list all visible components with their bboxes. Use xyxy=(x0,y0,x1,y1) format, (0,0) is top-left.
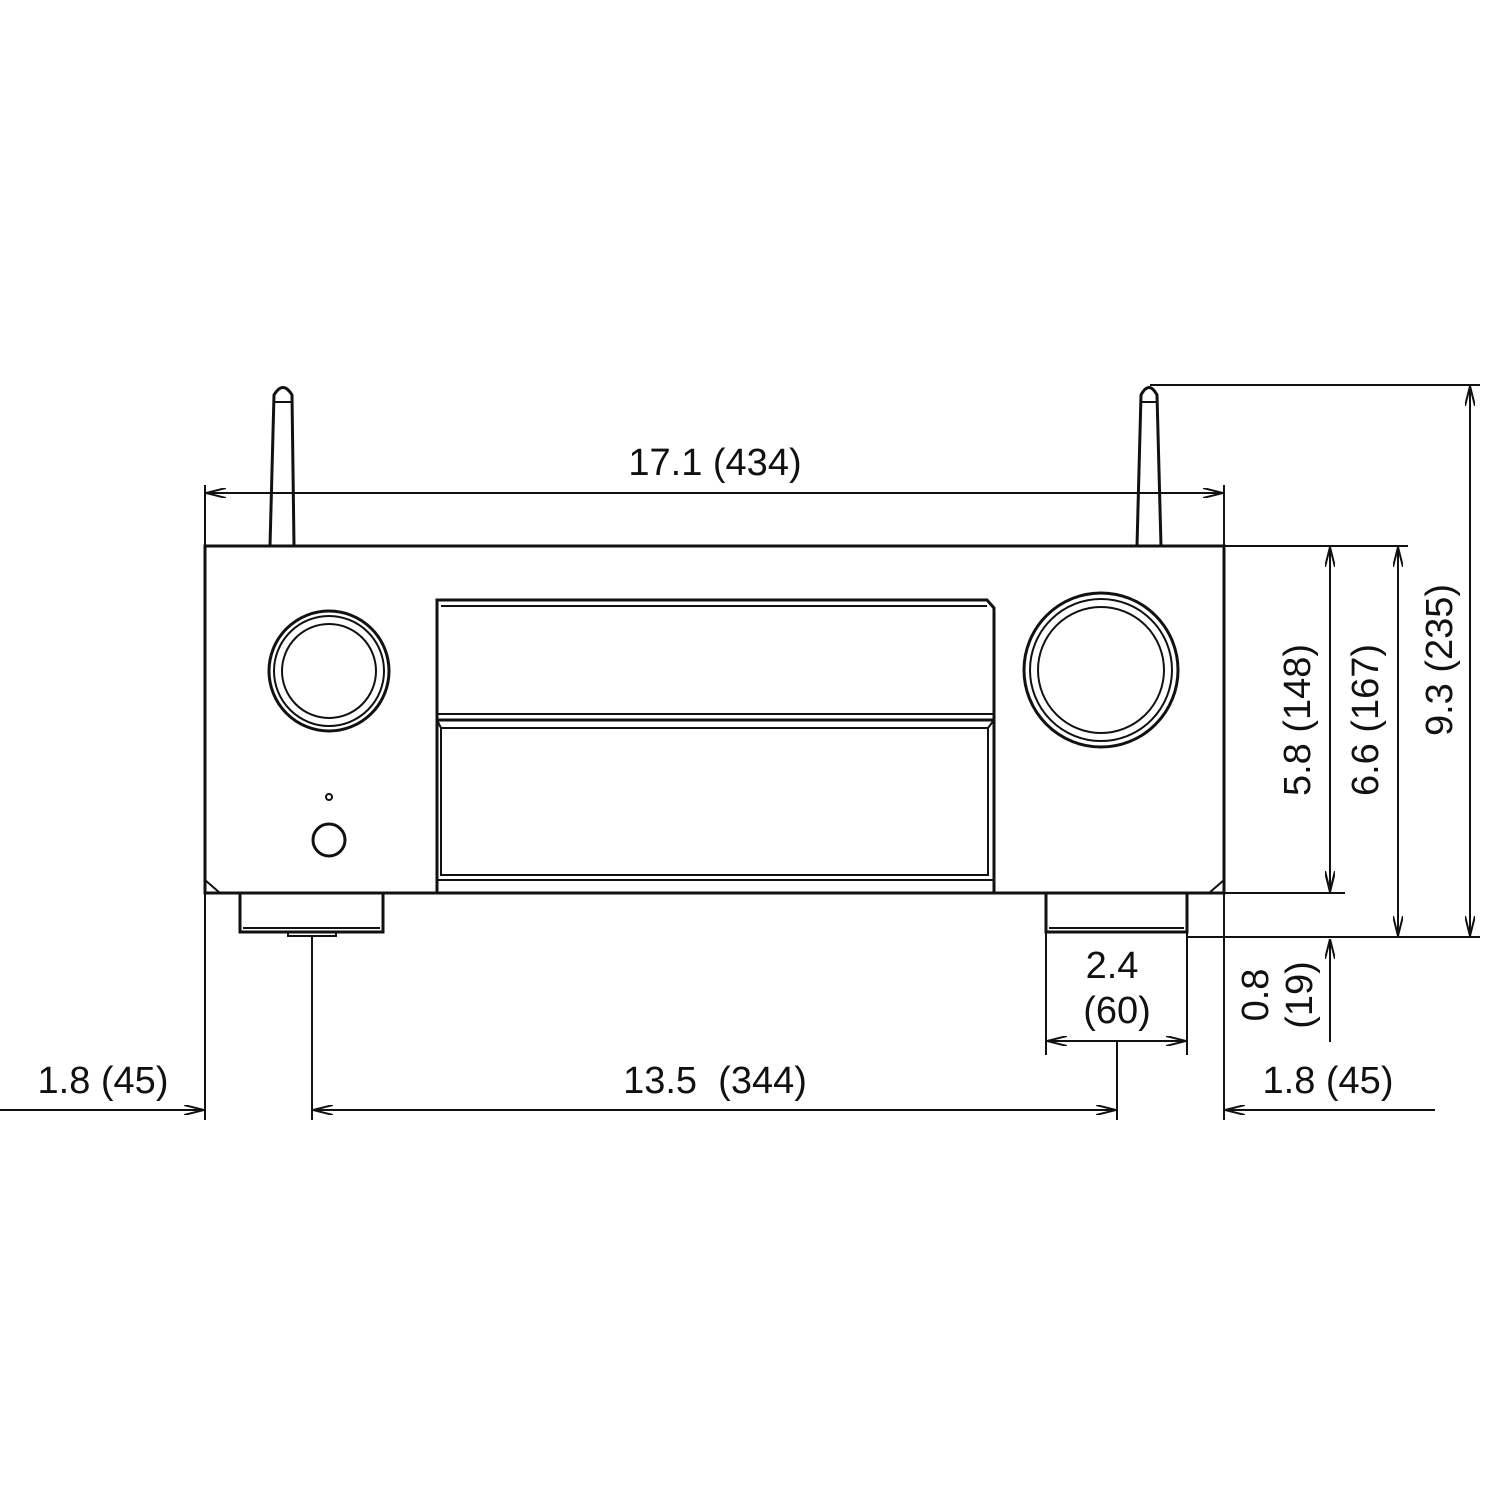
foot-width-value: 2.4 xyxy=(1086,945,1139,987)
height-extension-lines xyxy=(1150,384,1480,938)
bottom-extension-lines xyxy=(204,893,1225,1120)
foot-width-dimension: 2.4 (60) xyxy=(1045,932,1188,1055)
headphone-jack-icon xyxy=(311,822,347,858)
overall-width-dimension: 17.1 (434) xyxy=(204,442,1225,546)
front-door-panel xyxy=(435,719,996,893)
left-antenna xyxy=(268,386,296,547)
overall-width-label: 17.1 (434) xyxy=(628,442,801,484)
height-with-feet-dimension: 6.6 (167) xyxy=(1345,547,1398,936)
volume-knob xyxy=(1022,591,1180,749)
right-foot-offset-dimension: 1.8 (45) xyxy=(1225,1060,1435,1110)
display-window xyxy=(435,598,996,722)
input-selector-knob xyxy=(267,609,391,733)
foot-spacing-dimension: 13.5 (344) xyxy=(313,1060,1116,1110)
foot-height-value: 0.8 xyxy=(1235,969,1277,1022)
right-foot-offset-label: 1.8 (45) xyxy=(1263,1060,1394,1102)
right-foot xyxy=(1044,891,1189,934)
foot-width-metric: (60) xyxy=(1083,990,1151,1032)
left-foot-offset-label: 1.8 (45) xyxy=(38,1060,169,1102)
power-indicator-icon xyxy=(325,793,333,801)
left-foot xyxy=(238,891,385,937)
height-with-antennas-dimension: 9.3 (235) xyxy=(1419,386,1470,936)
height-with-antennas-label: 9.3 (235) xyxy=(1419,584,1461,736)
foot-spacing-label: 13.5 (344) xyxy=(623,1060,807,1102)
body-height-dimension: 5.8 (148) xyxy=(1277,547,1330,892)
foot-height-metric: (19) xyxy=(1279,961,1321,1029)
left-foot-offset-dimension: 1.8 (45) xyxy=(0,1060,204,1110)
height-with-feet-label: 6.6 (167) xyxy=(1345,644,1387,796)
foot-height-dimension: 0.8 (19) xyxy=(1235,860,1330,1042)
body-height-label: 5.8 (148) xyxy=(1277,644,1319,796)
receiver-body xyxy=(203,544,1226,895)
right-antenna xyxy=(1135,386,1163,547)
